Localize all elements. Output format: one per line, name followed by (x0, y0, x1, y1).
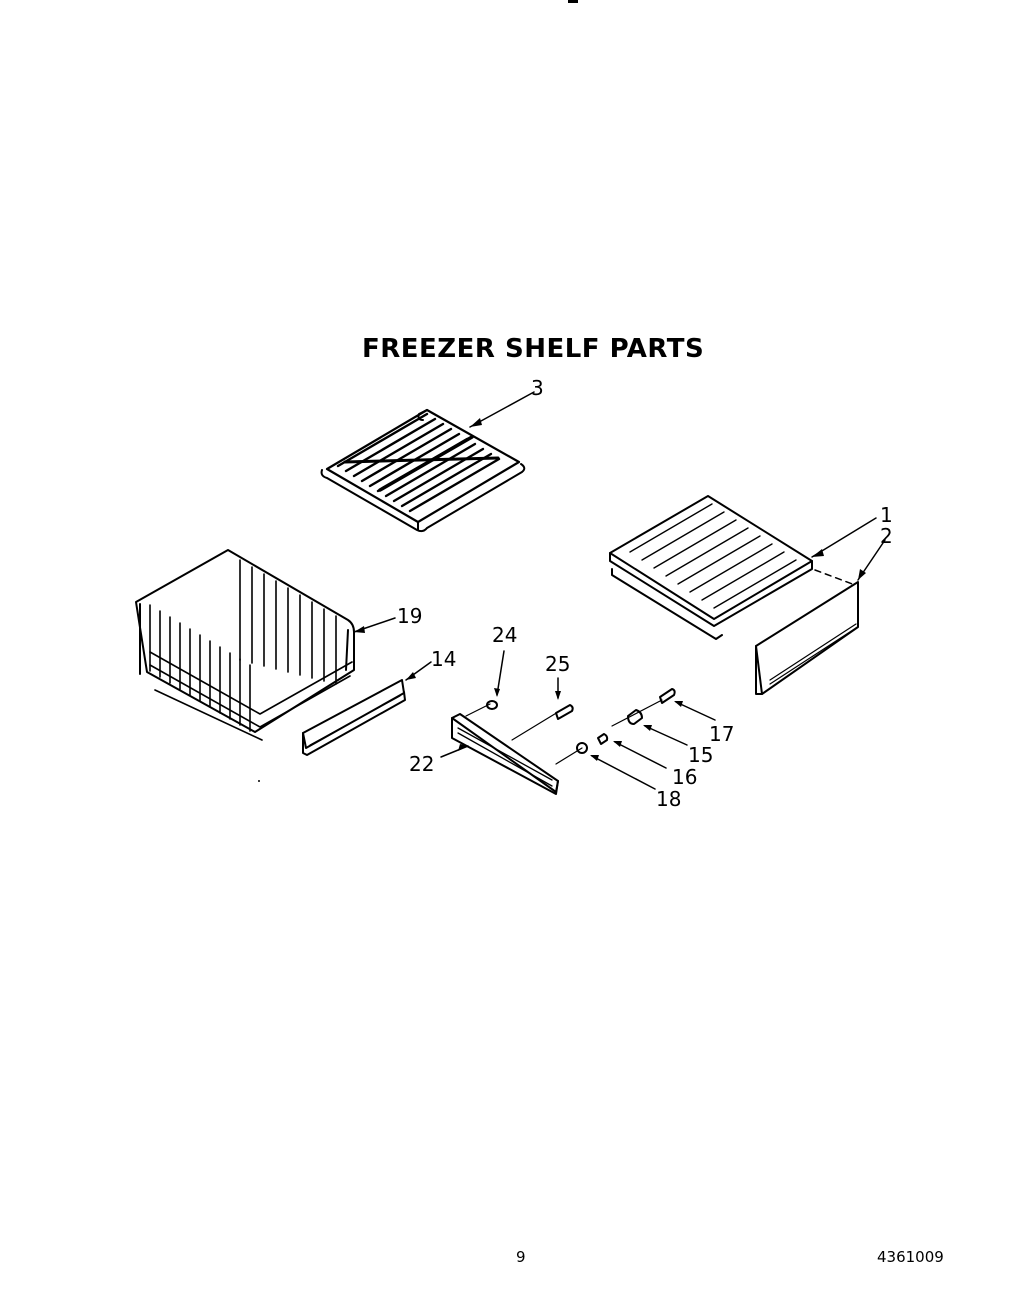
callout-24: 24 (492, 623, 518, 647)
callout-1: 1 (880, 503, 893, 527)
roller-part-15 (627, 709, 688, 746)
plug-part-24 (486, 650, 505, 710)
callout-3: 3 (531, 376, 544, 400)
shelf-trim-part-2 (755, 539, 886, 695)
scan-dot (258, 780, 260, 782)
page-number: 9 (516, 1248, 526, 1266)
wire-basket-part-19 (135, 549, 396, 741)
callout-15: 15 (688, 743, 714, 767)
screw-part-17 (611, 688, 716, 727)
shelf-part-1 (609, 495, 877, 640)
basket-trim-part-14 (302, 661, 432, 756)
callout-19: 19 (397, 604, 423, 628)
callout-14: 14 (431, 647, 457, 671)
spacer-part-16 (597, 733, 667, 769)
document-number: 4361009 (877, 1248, 944, 1266)
callout-17: 17 (709, 722, 735, 746)
callout-18: 18 (656, 787, 682, 811)
page-title: FREEZER SHELF PARTS (362, 334, 705, 364)
wire-shelf-part-3 (320, 391, 535, 533)
screw-part-25 (555, 677, 574, 720)
callout-2: 2 (880, 524, 893, 548)
callout-25: 25 (545, 652, 571, 676)
callout-16: 16 (672, 765, 698, 789)
scan-artifact (568, 0, 578, 3)
slide-rail-part-22 (440, 703, 583, 795)
washer-part-18 (576, 742, 656, 790)
callout-22: 22 (409, 752, 435, 776)
